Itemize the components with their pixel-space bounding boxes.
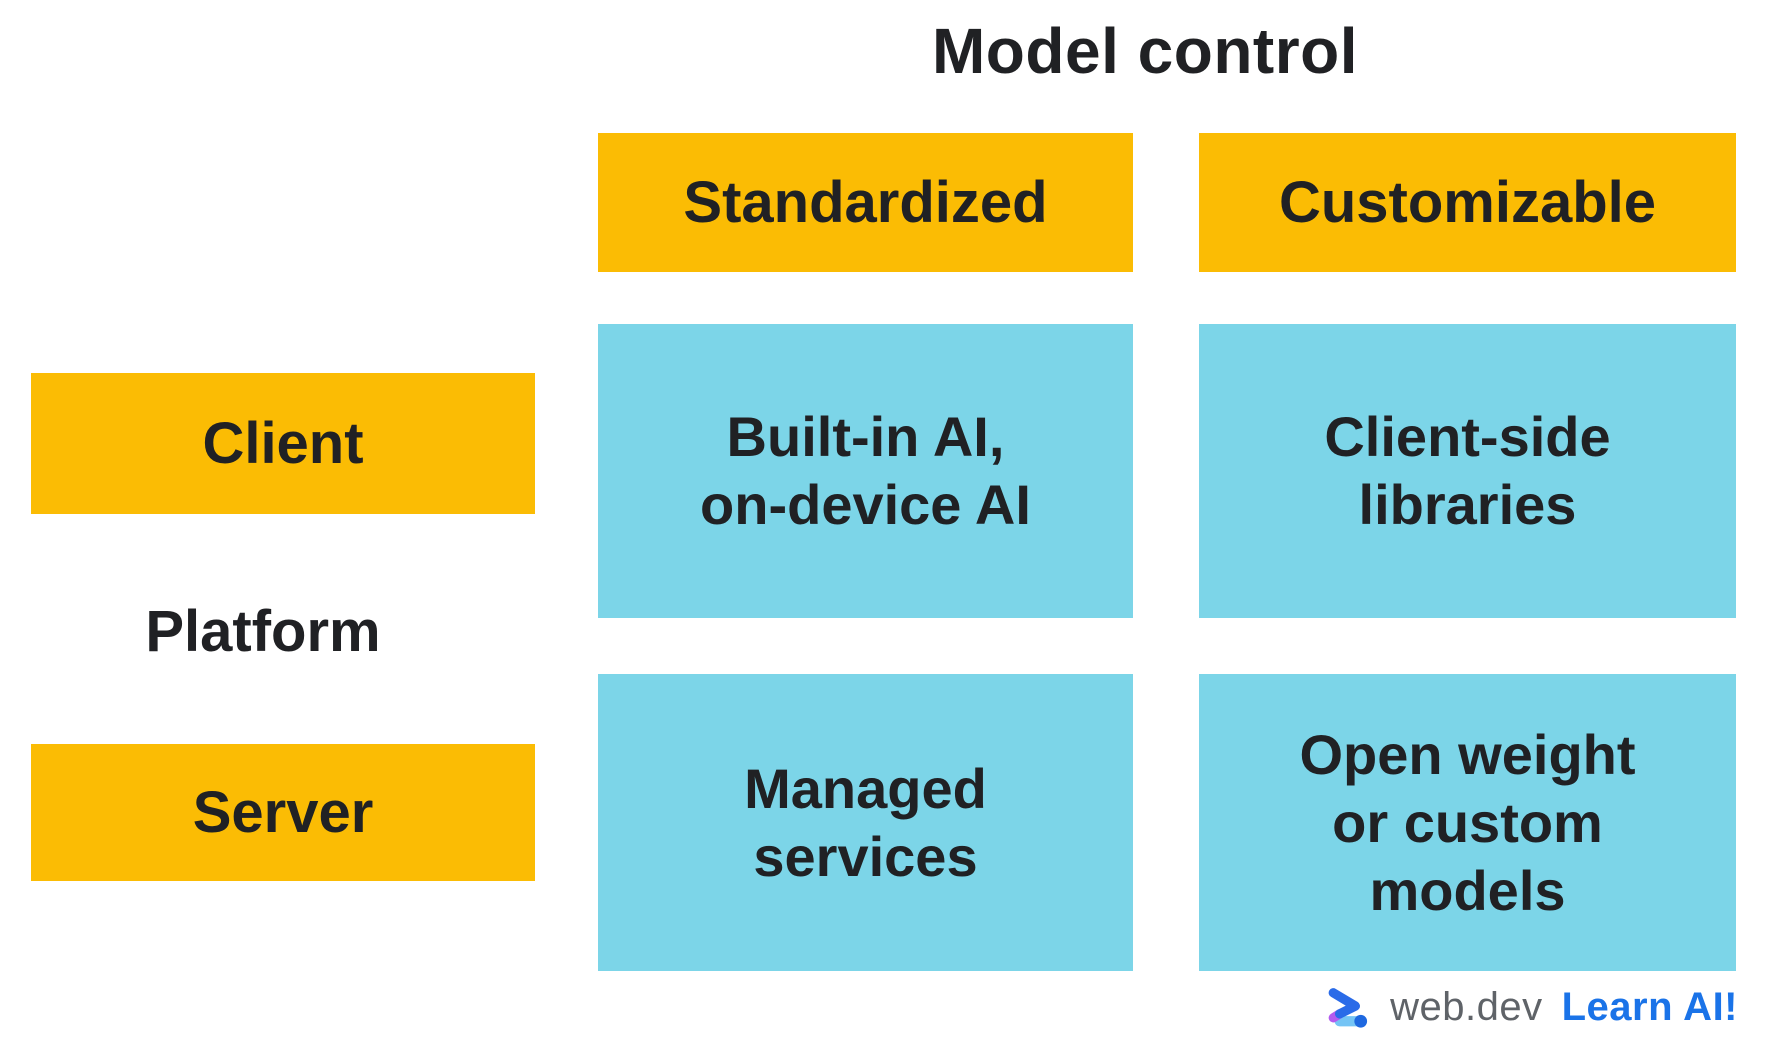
- webdev-logo-icon: [1328, 987, 1368, 1028]
- cell-server-customizable: Open weight or custom models: [1199, 674, 1736, 971]
- brand-text: web.dev: [1390, 984, 1543, 1029]
- cell-server-standardized: Managed services: [598, 674, 1133, 971]
- column-header-standardized: Standardized: [598, 133, 1133, 272]
- row-axis-title: Platform: [145, 598, 381, 664]
- row-header-client: Client: [31, 373, 535, 514]
- learn-ai-label: Learn AI!: [1561, 984, 1738, 1029]
- column-header-customizable: Customizable: [1199, 133, 1736, 272]
- footer-branding: web.dev Learn AI!: [1324, 978, 1738, 1036]
- cell-client-customizable: Client-side libraries: [1199, 324, 1736, 618]
- column-axis-title: Model control: [931, 15, 1359, 87]
- cell-client-standardized: Built-in AI, on-device AI: [598, 324, 1133, 618]
- row-header-server: Server: [31, 744, 535, 881]
